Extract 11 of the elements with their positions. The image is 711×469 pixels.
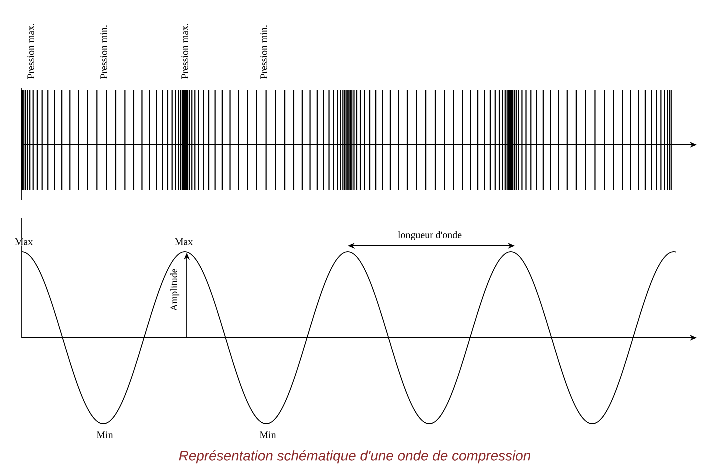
label: longueur d'onde (397, 230, 463, 242)
rotated-label: Pression max. (181, 22, 189, 80)
rotated-label: Pression max. (27, 22, 35, 80)
label: Max (174, 238, 194, 246)
rotated-label: Pression min. (100, 24, 108, 80)
label: Max (14, 238, 34, 246)
caption: Représentation schématique d'une onde de compression (179, 450, 530, 464)
rotated-label: Pression min. (260, 24, 268, 80)
label: Min (96, 431, 114, 439)
label: Min (259, 431, 277, 439)
rotated-label: Amplitude (170, 268, 180, 312)
